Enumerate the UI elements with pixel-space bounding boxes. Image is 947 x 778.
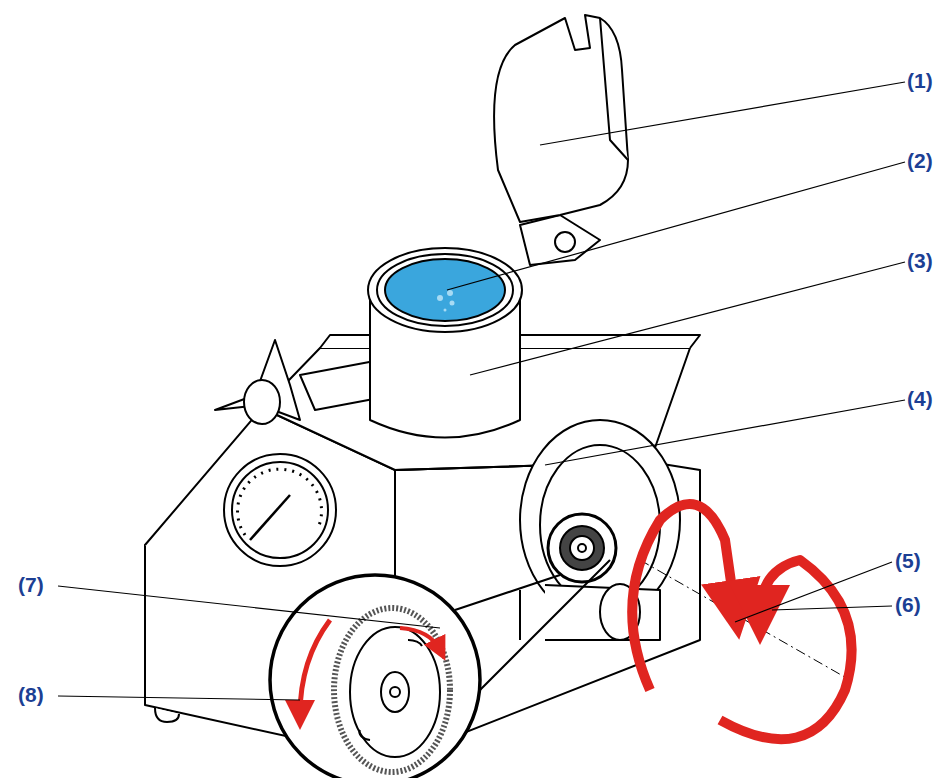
- callout-number: (4): [907, 388, 933, 409]
- rotation-arrows: [632, 504, 851, 739]
- adjust-knob: [548, 514, 616, 582]
- knob-inset: [270, 560, 610, 778]
- lid: [494, 15, 628, 265]
- leader-lines: [58, 82, 905, 700]
- callout-number: (5): [895, 550, 921, 571]
- callout-number: (1): [907, 70, 933, 91]
- callout-number: (3): [907, 250, 933, 271]
- cylinder: [368, 248, 522, 438]
- callout-number: (8): [18, 684, 44, 705]
- callout-number: (6): [895, 594, 921, 615]
- callout-number: (7): [18, 574, 44, 595]
- callout-number: (2): [907, 150, 933, 171]
- pressure-gauge: [224, 454, 336, 566]
